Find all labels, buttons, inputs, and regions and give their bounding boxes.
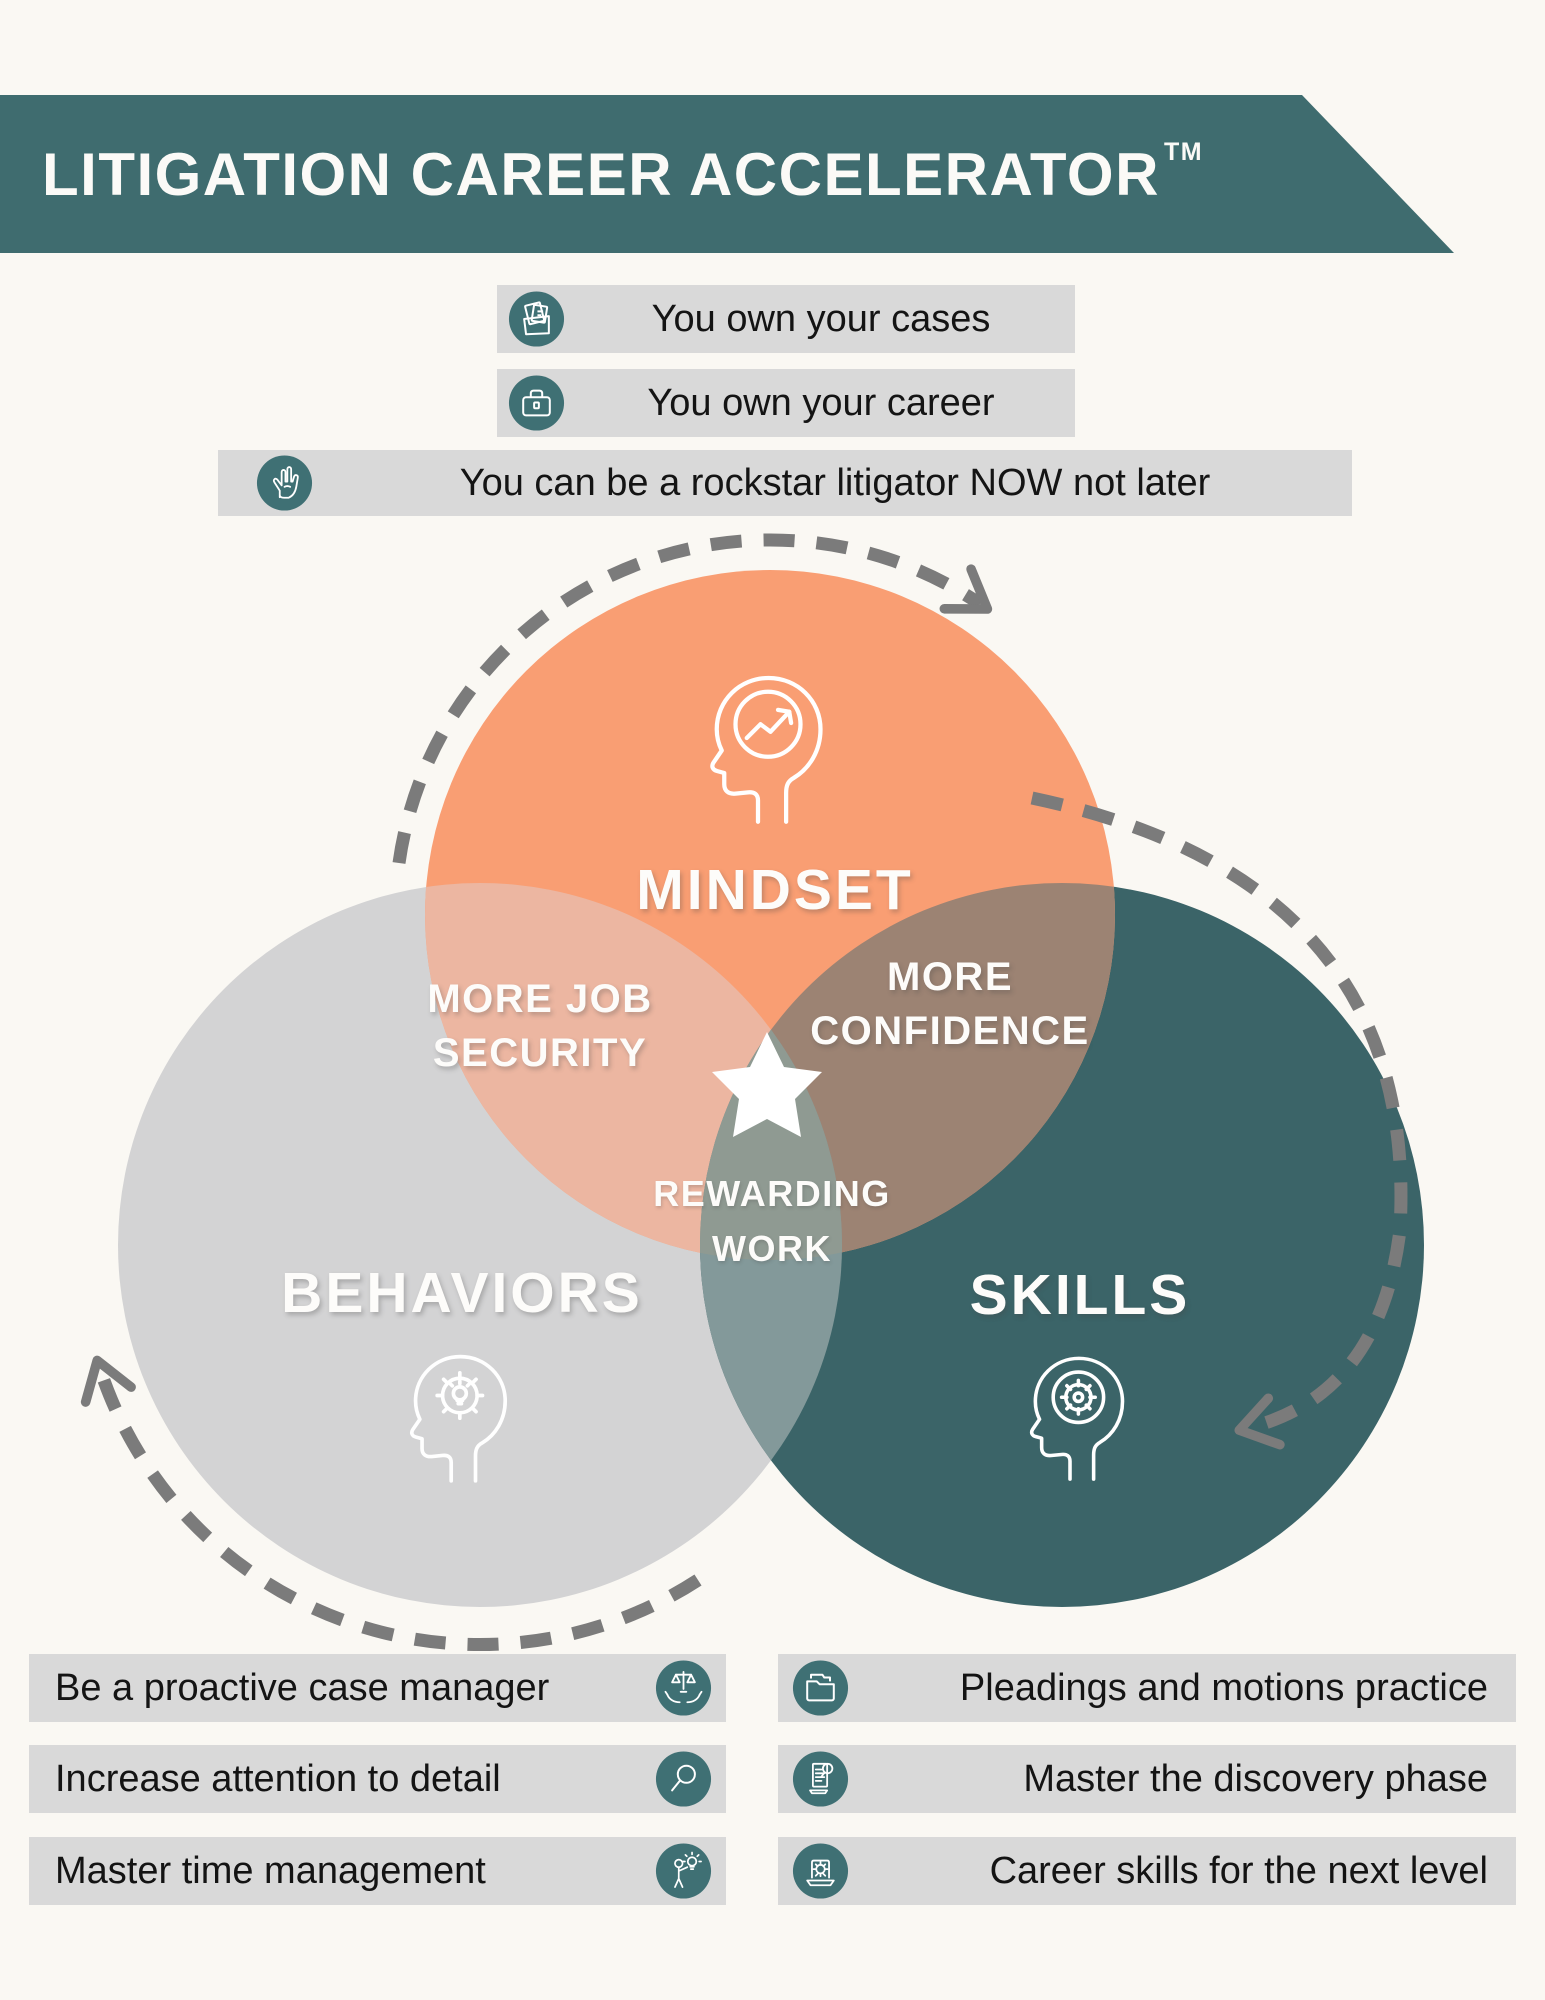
folder-icon: [792, 1660, 849, 1716]
top-bullet-label: You own your career: [647, 381, 995, 424]
more-confidence-label: MORE CONFIDENCE: [810, 955, 1090, 1053]
skills-head-icon: [1029, 1356, 1125, 1481]
person-idea-icon: [655, 1843, 712, 1899]
skills-label: SKILLS: [969, 1263, 1191, 1327]
behaviors-head-icon: [409, 1354, 508, 1483]
star-icon: [712, 1032, 822, 1137]
gear-teeth: [435, 1371, 485, 1421]
cycle-arrow-top: [392, 533, 993, 864]
more-job-security-label: MORE JOB SECURITY: [427, 977, 653, 1075]
venn-circles: [118, 570, 1424, 1607]
rewarding-work-label: REWARDING WORK: [653, 1173, 891, 1269]
cycle-arrows: [80, 533, 1408, 1652]
behaviors-label: BEHAVIORS: [281, 1261, 643, 1325]
rock-hand-icon: [256, 455, 313, 511]
document-search-icon: [792, 1751, 849, 1807]
mindset-label: MINDSET: [636, 858, 914, 922]
bottom-right-bullet-1: Pleadings and motions practice: [778, 1654, 1516, 1722]
bottom-left-bullet-1: Be a proactive case manager: [29, 1654, 726, 1722]
bottom-bullet-label: Career skills for the next level: [989, 1849, 1488, 1892]
laptop-gear-icon: [792, 1843, 849, 1899]
bottom-bullet-label: Pleadings and motions practice: [959, 1666, 1488, 1709]
top-bullet-3: You can be a rockstar litigator NOW not …: [218, 450, 1352, 516]
bottom-right-bullet-3: Career skills for the next level: [778, 1837, 1516, 1905]
bottom-left-bullet-2: Increase attention to detail: [29, 1745, 726, 1813]
top-bullet-2: You own your career: [497, 369, 1075, 437]
top-bullet-label: You own your cases: [651, 297, 991, 340]
bottom-right-bullet-2: Master the discovery phase: [778, 1745, 1516, 1813]
briefcase-icon: [508, 375, 565, 431]
bottom-bullet-label: Master time management: [55, 1849, 486, 1892]
bottom-bullet-label: Be a proactive case manager: [55, 1666, 550, 1709]
bottom-left-bullet-3: Master time management: [29, 1837, 726, 1905]
cycle-arrow-left: [80, 1355, 702, 1652]
bottom-bullet-label: Increase attention to detail: [55, 1757, 501, 1800]
top-bullet-label: You can be a rockstar litigator NOW not …: [459, 461, 1211, 504]
cycle-arrow-right: [1030, 791, 1408, 1450]
scales-hands-icon: [655, 1660, 712, 1716]
trademark-symbol: TM: [1163, 137, 1204, 166]
mindset-head-icon: [712, 678, 820, 822]
case-files-icon: [508, 291, 565, 347]
bottom-bullet-label: Master the discovery phase: [1023, 1757, 1488, 1800]
magnifier-icon: [655, 1751, 712, 1807]
top-bullet-1: You own your cases: [497, 285, 1075, 353]
